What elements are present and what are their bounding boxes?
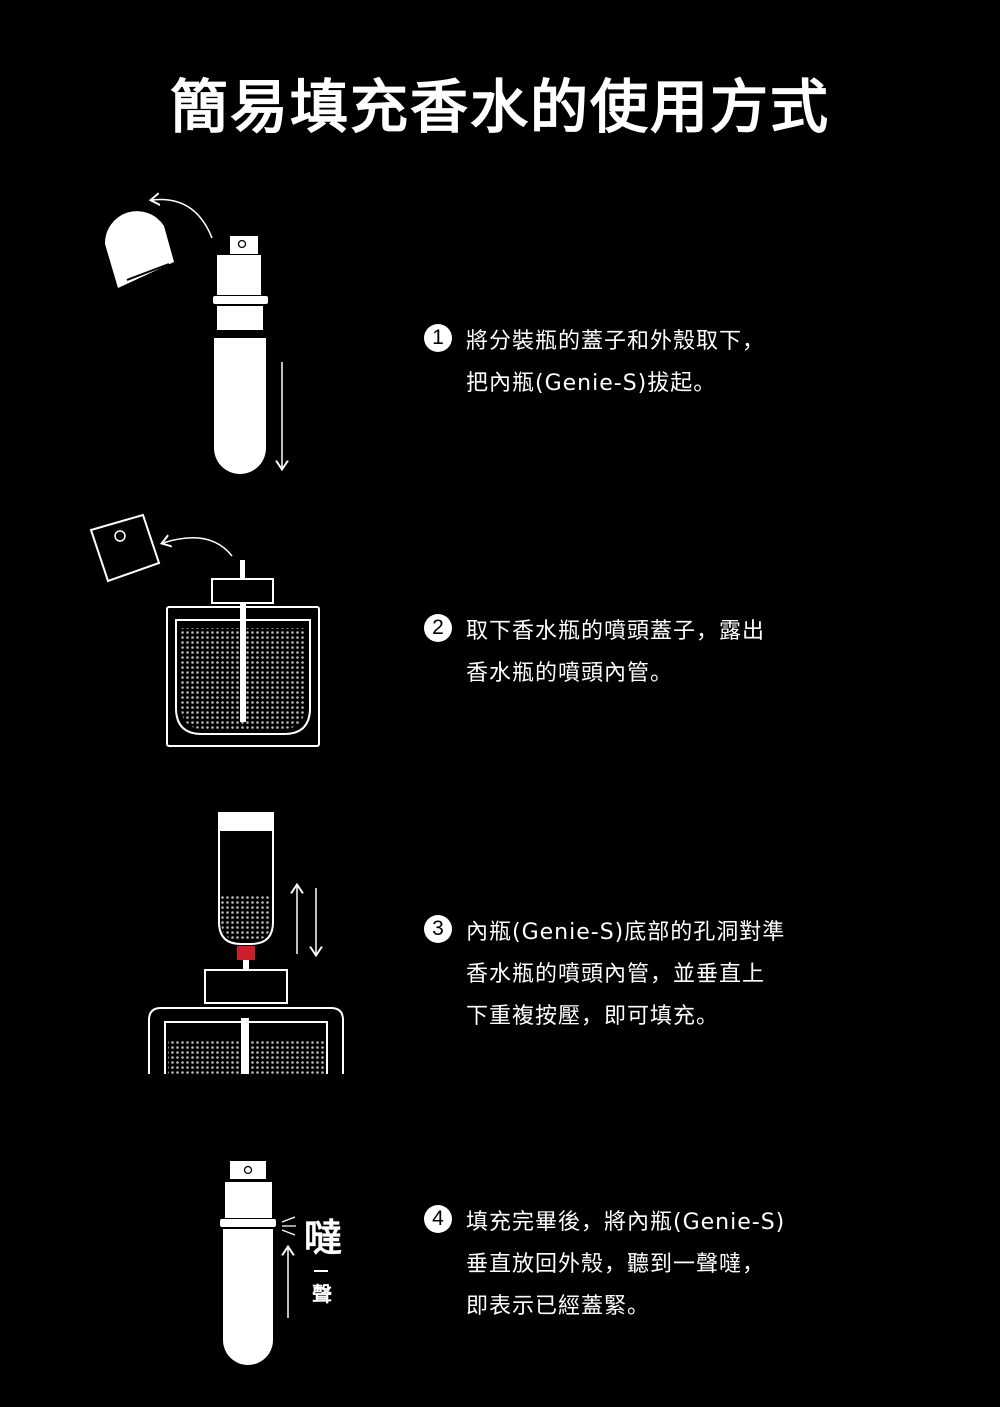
step-text-line: 取下香水瓶的噴頭蓋子，露出 <box>466 619 766 644</box>
step-4: 4 填充完畢後，將內瓶(Genie-S) 垂直放回外殼，聽到一聲噠， 即表示已經… <box>424 1202 824 1328</box>
inner-bottle-icon <box>213 236 268 474</box>
step-2: 2 取下香水瓶的噴頭蓋子，露出 香水瓶的噴頭內管。 <box>424 611 824 695</box>
step-3: 3 內瓶(Genie-S)底部的孔洞對準 香水瓶的噴頭內管，並垂直上 下重複按壓… <box>424 912 824 1038</box>
click-sound-label: 噠 <box>304 1216 343 1260</box>
step-text-line: 垂直放回外殼，聽到一聲噠， <box>466 1252 766 1277</box>
atomizer-cap-icon <box>104 211 174 288</box>
step-text-line: 即表示已經蓋緊。 <box>466 1294 651 1319</box>
sound-divider <box>314 1270 328 1272</box>
page-title: 簡易填充香水的使用方式 <box>169 73 830 141</box>
nozzle-cap-icon <box>89 513 161 583</box>
step-number-badge: 4 <box>424 1205 452 1233</box>
step-text-line: 填充完畢後，將內瓶(Genie-S) <box>466 1210 786 1235</box>
nozzle-tube-icon <box>240 604 246 722</box>
step-number-badge: 3 <box>424 915 452 943</box>
step-text-line: 香水瓶的噴頭內管，並垂直上 <box>466 962 766 987</box>
atomizer-reassembly-illustration <box>220 1161 296 1365</box>
step-text-line: 香水瓶的噴頭內管。 <box>466 661 674 686</box>
nozzle-tube-icon <box>241 1018 249 1074</box>
valve-icon <box>237 946 255 960</box>
curved-arrow-icon <box>163 538 233 557</box>
perfume-bottle-illustration <box>89 513 320 747</box>
step-text-line: 把內瓶(Genie-S)拔起。 <box>466 371 717 396</box>
step-number-badge: 1 <box>424 324 452 352</box>
atomizer-disassembly-illustration <box>104 199 282 474</box>
step-text-line: 下重複按壓，即可填充。 <box>466 1004 720 1029</box>
curved-arrow-icon <box>152 199 213 239</box>
step-number-badge: 2 <box>424 614 452 642</box>
click-lines-icon <box>281 1216 296 1236</box>
refill-pumping-illustration <box>148 812 344 1074</box>
step-text-line: 內瓶(Genie-S)底部的孔洞對準 <box>466 920 786 945</box>
step-text-line: 將分裝瓶的蓋子和外殼取下， <box>466 329 766 354</box>
step-1: 1 將分裝瓶的蓋子和外殼取下， 把內瓶(Genie-S)拔起。 <box>424 321 824 405</box>
sound-label: 聲 <box>312 1282 332 1306</box>
